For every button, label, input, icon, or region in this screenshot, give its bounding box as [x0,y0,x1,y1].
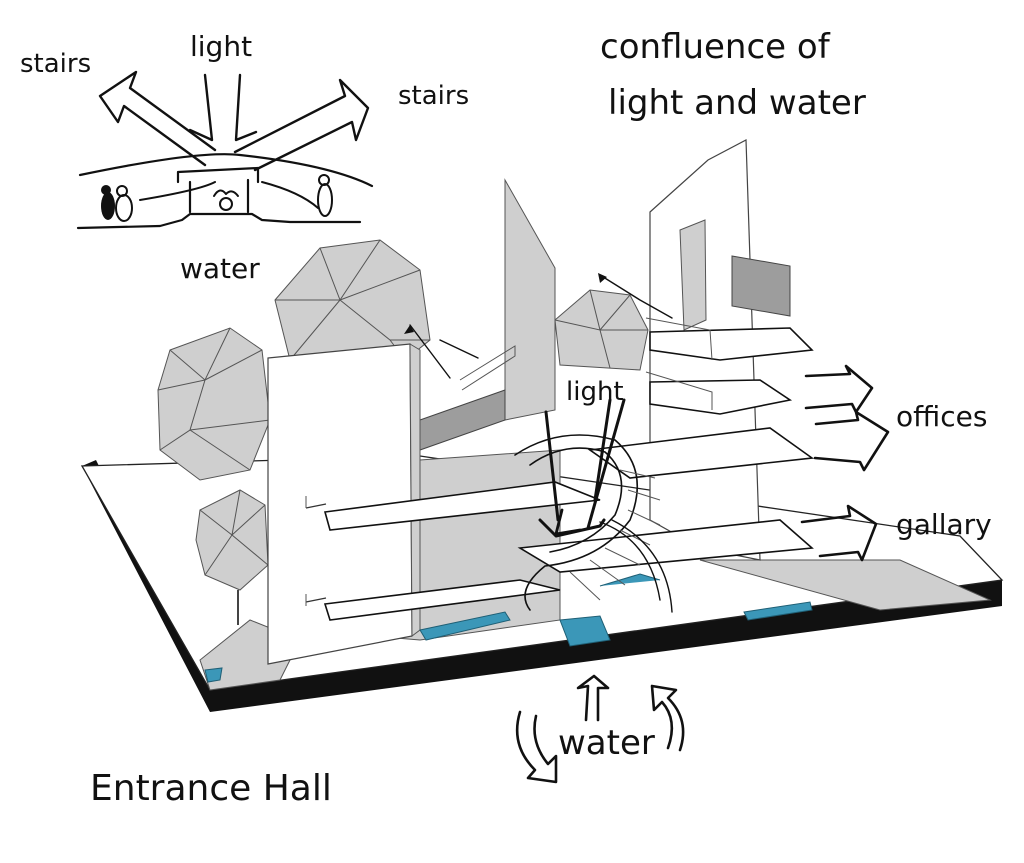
sketch-people [101,174,333,222]
sketch-label-water: water [180,252,260,285]
office-slab-1 [649,327,814,361]
model-base [82,460,1002,712]
title-line-1: confluence of [600,27,831,67]
water-arrow-curve-left [515,710,558,784]
stairs-arrow-right [233,78,370,172]
sketch-pavilion [176,166,260,214]
label-gallery: gallary [896,508,992,541]
concept-sketch [76,70,374,230]
label-entrance-hall: Entrance Hall [90,768,332,809]
light-arrows [538,398,626,538]
slanted-wall [504,178,556,421]
light-arrow [188,73,258,142]
sketch-label-light: light [190,30,252,63]
sketch-roof [78,153,374,188]
label-water: water [558,723,655,763]
gallery-arrows [800,504,878,562]
railings [305,317,713,606]
model-label-light: light [566,377,624,407]
stairs-arrow-left [98,70,217,167]
office-slab-3 [587,427,815,479]
water-channel-left [419,611,511,641]
sketch-label-stairs-right: stairs [398,81,469,111]
spiral-stairs [514,434,673,613]
sketch-label-stairs-left: stairs [20,49,91,79]
geodesic-trees [157,239,649,625]
title-line-2: light and water [608,83,866,123]
water-channel-corner [204,667,223,683]
left-slab-lower [323,579,561,621]
water-arrow-curve-right [650,684,685,752]
office-window [731,255,791,317]
water-channel-main [559,615,611,647]
water-channel-right [743,601,813,621]
offices-arrows [804,364,890,472]
sketch-ground [76,212,362,230]
gallery-slab [517,519,814,573]
office-slab-2 [649,379,793,415]
water-arrow-up [576,674,610,722]
model [80,139,1004,712]
left-slab-upper [323,481,601,531]
label-offices: offices [896,400,987,433]
